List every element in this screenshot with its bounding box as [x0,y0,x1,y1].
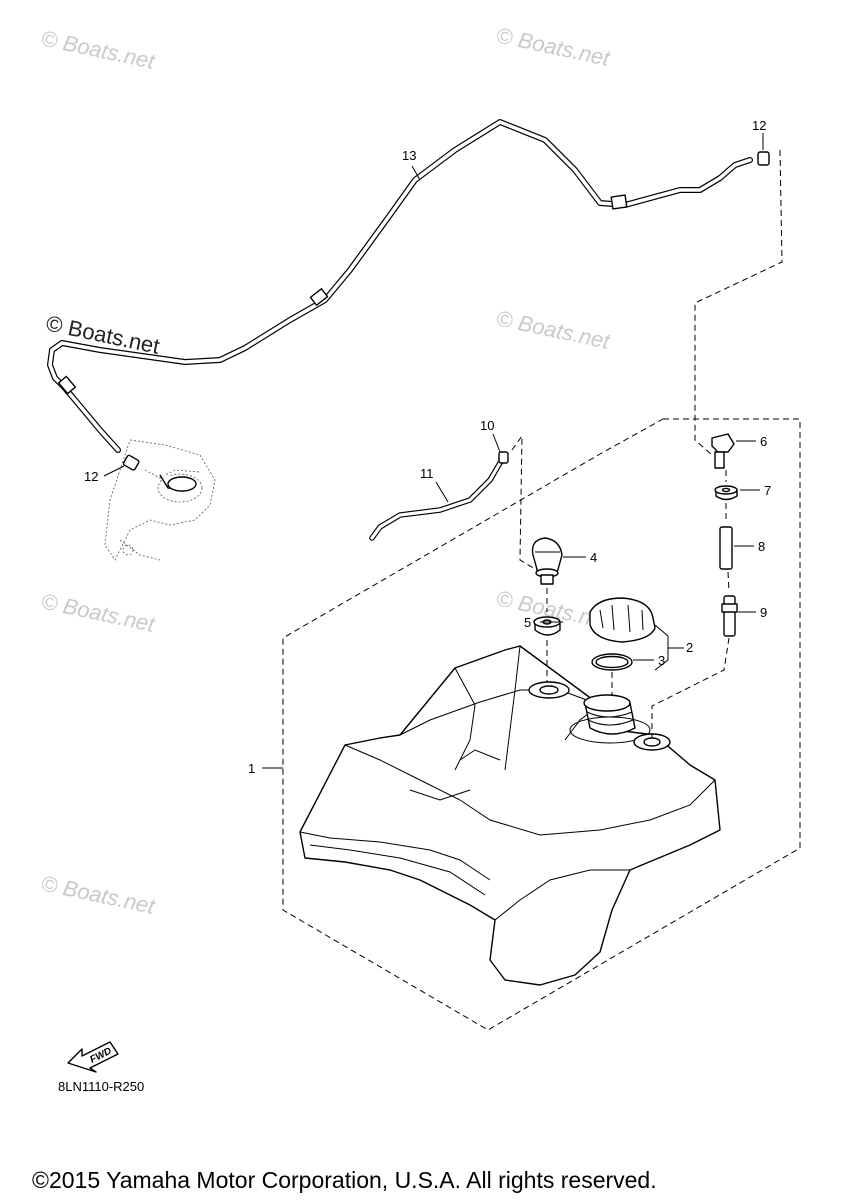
clamp-12-bottom [122,454,140,471]
callout-9: 9 [760,605,767,620]
fwd-arrow-icon: FWD [67,1041,119,1073]
clamp-10 [498,451,509,464]
o-ring-3 [591,653,633,671]
engine-outline [104,439,216,561]
callout-4: 4 [590,550,597,565]
watermark: © Boats.net [494,22,613,71]
fuel-tank [299,645,721,986]
joint-6 [711,433,735,469]
callout-5: 5 [524,615,531,630]
callouts: 1 2 3 4 5 6 7 8 9 10 11 12 12 13 [84,118,771,776]
leader-lines [103,133,764,769]
grommet-5 [533,616,561,636]
pipe-9 [721,595,738,637]
callout-8: 8 [758,539,765,554]
fuel-cap-2 [589,597,656,643]
callout-10: 10 [480,418,494,433]
callout-6: 6 [760,434,767,449]
callout-1: 1 [248,761,255,776]
callout-12-bottom: 12 [84,469,98,484]
callout-12-top: 12 [752,118,766,133]
copyright-text: ©2015 Yamaha Motor Corporation, U.S.A. A… [32,1167,657,1193]
callout-13: 13 [402,148,416,163]
callout-11: 11 [420,466,434,481]
connector-line-13-6 [694,149,783,456]
assembly-boundary [282,418,801,1031]
callout-3: 3 [658,653,665,668]
watermark: © Boats.net [39,25,158,74]
callout-7: 7 [764,483,771,498]
clamp-12-top [757,151,770,166]
watermark: © Boats.net [494,305,613,354]
pipe-8 [719,526,733,570]
callout-2: 2 [686,640,693,655]
connector-line [651,637,730,738]
watermark: © Boats.net [39,870,158,919]
watermark: © Boats.net [39,588,158,637]
check-valve-4 [531,537,563,585]
connector-line-10-4 [511,434,541,573]
hose-11 [369,460,503,541]
grommet-7 [714,485,738,501]
hose-13 [47,119,753,453]
diagram-code: 8LN1110-R250 [58,1079,144,1094]
connector-line [727,571,730,593]
